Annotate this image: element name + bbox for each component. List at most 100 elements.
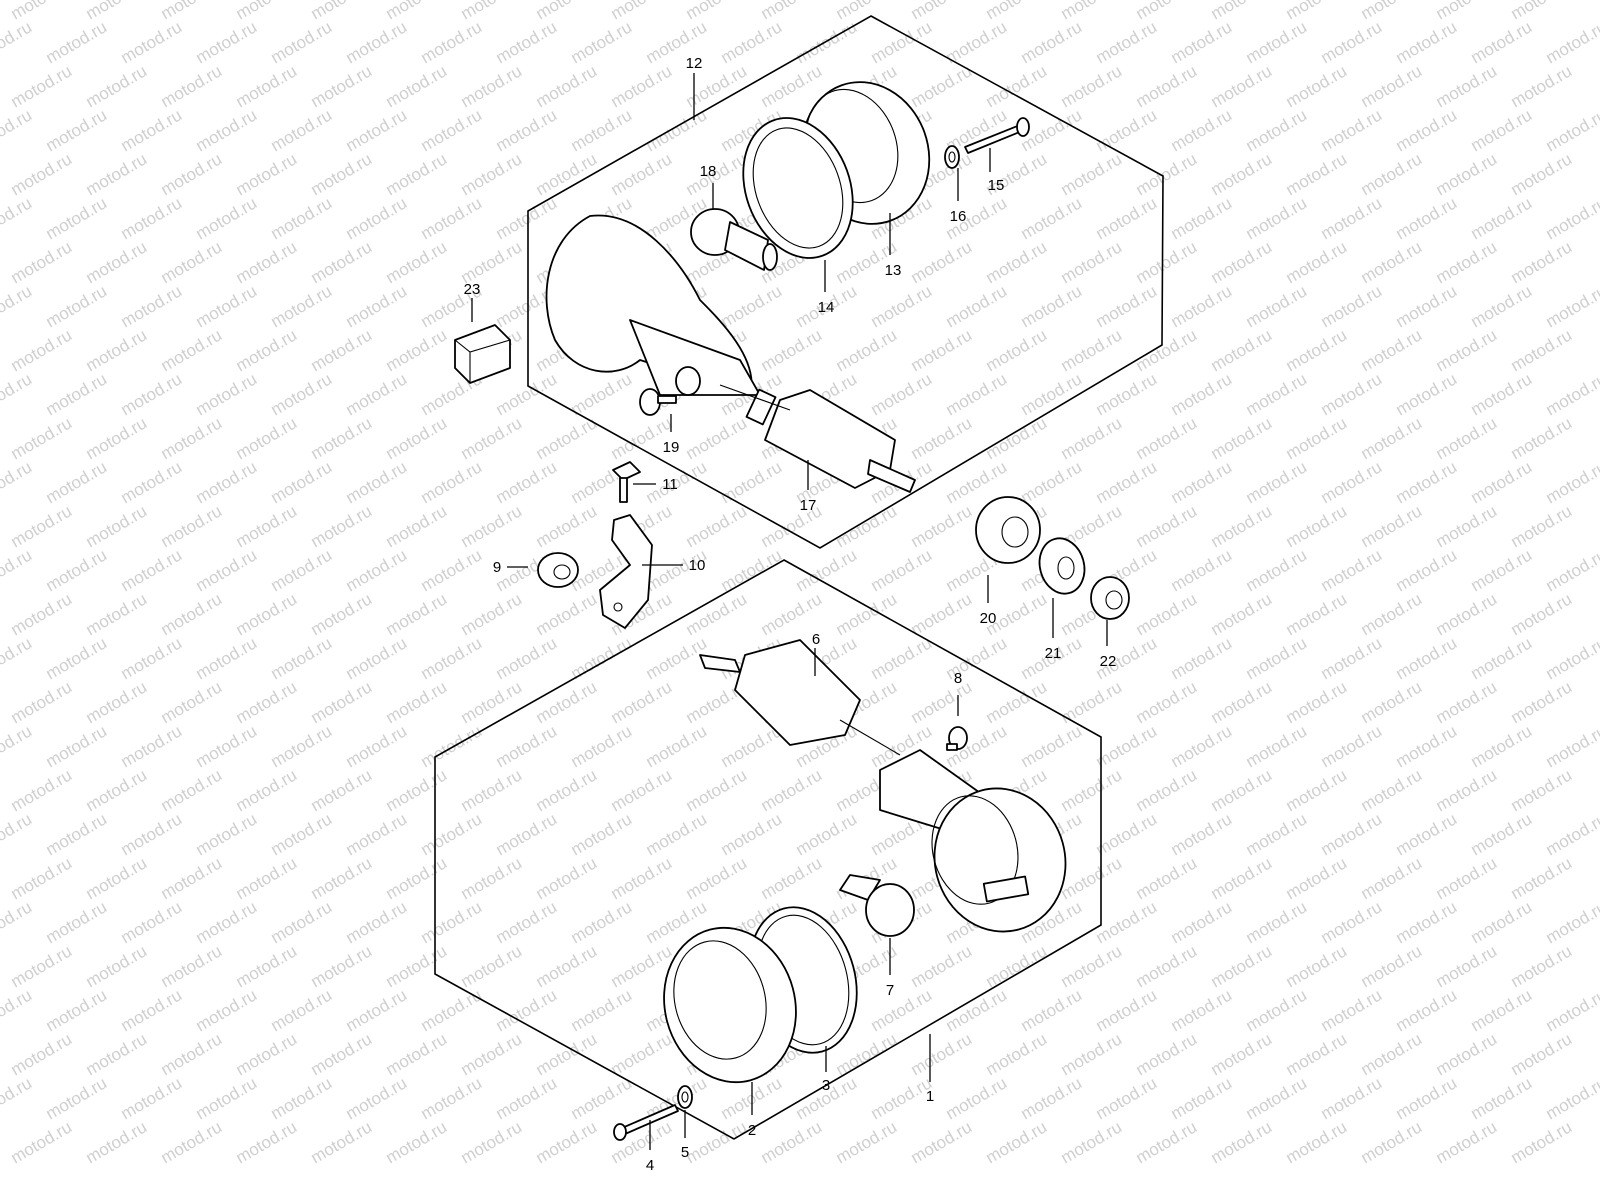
watermark-text: motod.ru (1093, 17, 1161, 67)
watermark-text: motod.ru (868, 17, 936, 67)
watermark-text: motod.ru (343, 17, 411, 67)
watermark-text: motod.ru (1243, 105, 1311, 155)
watermark-text: motod.ru (0, 1073, 35, 1123)
watermark-text: motod.ru (868, 369, 936, 419)
callout-12: 12 (686, 55, 703, 72)
watermark-text: motod.ru (193, 105, 261, 155)
watermark-text: motod.ru (418, 457, 486, 507)
watermark-text: motod.ru (493, 457, 561, 507)
watermark-text: motod.ru (1168, 369, 1236, 419)
watermark-text: motod.ru (1018, 193, 1086, 243)
upper-turn-signal-housing (545, 214, 761, 396)
callout-6: 6 (812, 631, 820, 648)
watermark-text: motod.ru (1208, 61, 1276, 111)
watermark-text: motod.ru (43, 809, 111, 859)
watermark-text: motod.ru (1358, 61, 1426, 111)
watermark-text: motod.ru (1433, 0, 1501, 23)
watermark-text: motod.ru (1468, 193, 1536, 243)
watermark-text: motod.ru (1133, 149, 1201, 199)
watermark-text: motod.ru (493, 369, 561, 419)
watermark-text: motod.ru (43, 721, 111, 771)
watermark-text: motod.ru (493, 17, 561, 67)
watermark-text: motod.ru (1283, 765, 1351, 815)
watermark-text: motod.ru (533, 1117, 601, 1167)
watermark-text: motod.ru (158, 149, 226, 199)
watermark-text: motod.ru (1208, 149, 1276, 199)
watermark-text: motod.ru (458, 237, 526, 287)
watermark-text: motod.ru (118, 17, 186, 67)
watermark-text: motod.ru (1318, 457, 1386, 507)
watermark-text: motod.ru (118, 985, 186, 1035)
watermark-text: motod.ru (1393, 1073, 1461, 1123)
watermark-text: motod.ru (308, 853, 376, 903)
watermark-text: motod.ru (158, 765, 226, 815)
watermark-text: motod.ru (1133, 237, 1201, 287)
watermark-text: motod.ru (8, 1117, 76, 1167)
watermark-text: motod.ru (1508, 677, 1576, 727)
watermark-text: motod.ru (1543, 17, 1600, 67)
watermark-text: motod.ru (1243, 193, 1311, 243)
screw-4 (613, 1104, 679, 1141)
callout-labels: 12 13 14 15 16 18 23 19 17 11 9 10 20 21… (464, 55, 1117, 1174)
watermark-text: motod.ru (118, 105, 186, 155)
watermark-text: motod.ru (118, 545, 186, 595)
watermark-text: motod.ru (1283, 1117, 1351, 1167)
watermark-text: motod.ru (268, 985, 336, 1035)
watermark-text: motod.ru (608, 0, 676, 23)
watermark-text: motod.ru (1208, 853, 1276, 903)
watermark-text: motod.ru (868, 281, 936, 331)
watermark-text: motod.ru (793, 17, 861, 67)
lower-assembly-outline (434, 559, 1102, 1140)
watermark-text: motod.ru (118, 721, 186, 771)
watermark-text: motod.ru (1318, 281, 1386, 331)
watermark-text: motod.ru (1058, 765, 1126, 815)
watermark-text: motod.ru (1318, 809, 1386, 859)
watermark-text: motod.ru (418, 17, 486, 67)
watermark-text: motod.ru (1358, 941, 1426, 991)
watermark-text: motod.ru (608, 1029, 676, 1079)
watermark-text: motod.ru (1283, 325, 1351, 375)
lens-2 (663, 926, 797, 1084)
watermark-text: motod.ru (493, 193, 561, 243)
watermark-text: motod.ru (118, 1073, 186, 1123)
watermark-text: motod.ru (83, 589, 151, 639)
watermark-text: motod.ru (983, 941, 1051, 991)
watermark-text: motod.ru (908, 1117, 976, 1167)
washer-5 (677, 1085, 693, 1109)
watermark-text: motod.ru (158, 501, 226, 551)
lower-stem-6 (699, 639, 901, 756)
watermark-text: motod.ru (0, 897, 35, 947)
watermark-text: motod.ru (1508, 61, 1576, 111)
watermark-text: motod.ru (1093, 105, 1161, 155)
watermark-text: motod.ru (608, 765, 676, 815)
watermark-text: motod.ru (1543, 105, 1600, 155)
watermark-text: motod.ru (458, 501, 526, 551)
watermark-text: motod.ru (233, 325, 301, 375)
watermark-text: motod.ru (233, 237, 301, 287)
watermark-text: motod.ru (493, 721, 561, 771)
watermark-text: motod.ru (1508, 413, 1576, 463)
watermark-text: motod.ru (568, 105, 636, 155)
watermark-text: motod.ru (1543, 457, 1600, 507)
watermark-text: motod.ru (268, 17, 336, 67)
watermark-text: motod.ru (1433, 1029, 1501, 1079)
watermark-text: motod.ru (718, 281, 786, 331)
watermark-text: motod.ru (233, 941, 301, 991)
watermark-text: motod.ru (458, 677, 526, 727)
watermark-text: motod.ru (8, 325, 76, 375)
watermark-text: motod.ru (158, 1117, 226, 1167)
watermark-text: motod.ru (0, 105, 35, 155)
watermark-text: motod.ru (1433, 237, 1501, 287)
watermark-text: motod.ru (1508, 1117, 1576, 1167)
watermark-text: motod.ru (758, 1117, 826, 1167)
watermark-text: motod.ru (308, 1029, 376, 1079)
watermark-text: motod.ru (1318, 193, 1386, 243)
watermark-text: motod.ru (1168, 17, 1236, 67)
watermark-text: motod.ru (1543, 1073, 1600, 1123)
watermark-text: motod.ru (308, 1117, 376, 1167)
watermark-text: motod.ru (0, 281, 35, 331)
watermark-text: motod.ru (758, 765, 826, 815)
watermark-text: motod.ru (1283, 589, 1351, 639)
watermark-text: motod.ru (1018, 457, 1086, 507)
watermark-text: motod.ru (908, 1029, 976, 1079)
